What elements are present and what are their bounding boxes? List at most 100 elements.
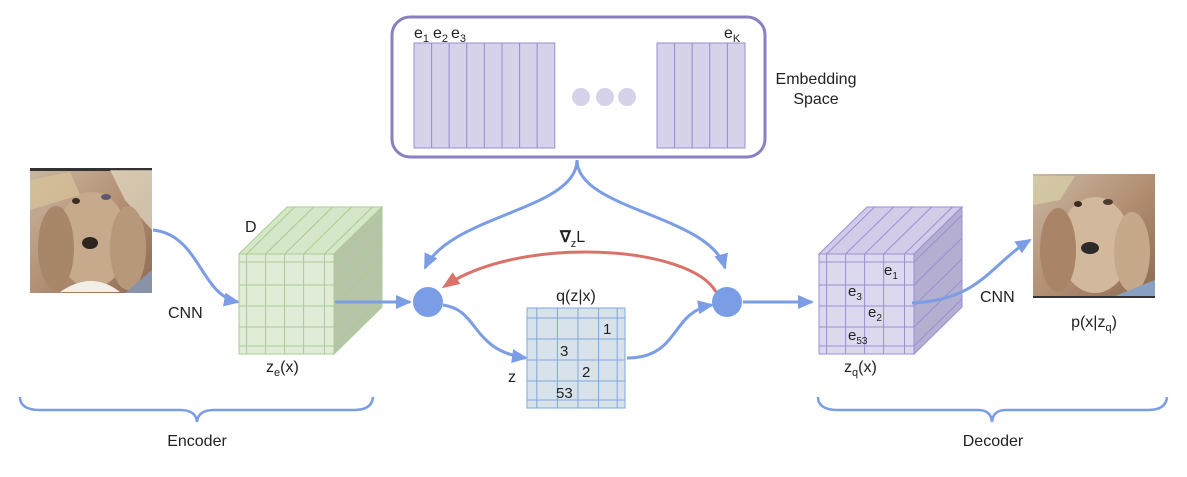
embedding-vector bbox=[536, 42, 556, 149]
photo-background-patch bbox=[110, 170, 152, 230]
z-label: z bbox=[508, 369, 516, 386]
embedding-vector bbox=[726, 42, 746, 149]
photo-border-bottom bbox=[1033, 296, 1155, 298]
grid-value: 3 bbox=[560, 343, 568, 360]
embedding-space-title: Embedding bbox=[776, 71, 857, 88]
dog-eye bbox=[72, 198, 80, 204]
photo-background-patch bbox=[30, 172, 80, 210]
dog-chest bbox=[60, 281, 120, 292]
embedding-vector bbox=[431, 42, 450, 149]
embedding-vector bbox=[413, 42, 433, 149]
decoder-cell-label: e1 bbox=[884, 262, 898, 282]
embedding-vector bbox=[448, 42, 468, 149]
embedding-space-subtitle: Space bbox=[793, 91, 838, 108]
grid-value: 53 bbox=[556, 385, 573, 402]
dog-eye bbox=[1074, 201, 1082, 207]
decoder-cell-label: e53 bbox=[848, 327, 868, 347]
decoder-section-label: Decoder bbox=[963, 433, 1024, 450]
encoder-cube-grid-line bbox=[324, 206, 373, 255]
decoder-cube-grid-line bbox=[913, 258, 963, 307]
embedding-vector bbox=[656, 42, 676, 149]
decoder-cnn-arrow bbox=[911, 238, 1032, 305]
posterior-grid bbox=[526, 307, 626, 409]
encoder-cube-grid-line bbox=[333, 258, 383, 307]
embedding-label-e3: e3 bbox=[451, 25, 466, 45]
encoder-cube bbox=[237, 205, 384, 356]
encoder-cube-grid-line bbox=[303, 206, 352, 255]
embedding-to-encoder-node-arrow bbox=[423, 159, 579, 270]
encoder-cnn-arrow bbox=[152, 228, 240, 307]
decoder-cube-grid-line bbox=[913, 279, 963, 328]
input-image bbox=[30, 168, 152, 293]
decoder-cube-front-face bbox=[818, 253, 915, 355]
dog-eye bbox=[101, 194, 111, 200]
embedding-label-ek: eK bbox=[724, 25, 741, 45]
decoder-cell-label: e3 bbox=[848, 283, 862, 303]
dog-eye bbox=[1103, 199, 1113, 205]
embedding-vectors-right bbox=[656, 42, 746, 149]
embedding-space: e1 e2 e3 eK Embedding Space bbox=[390, 15, 857, 159]
encoder-section-label: Encoder bbox=[167, 433, 227, 450]
embedding-vector bbox=[519, 42, 538, 149]
ellipsis-dot bbox=[572, 88, 590, 106]
embedding-label-e1: e1 bbox=[414, 25, 429, 45]
dog-ear-right bbox=[1114, 212, 1150, 292]
embedding-to-decoder-node-arrow bbox=[575, 159, 728, 270]
posterior-to-node-arrow bbox=[626, 300, 714, 360]
decoder-cube-grid-line bbox=[864, 206, 913, 255]
embedding-vectors-left bbox=[413, 42, 556, 149]
encoder-cube-grid-line bbox=[333, 298, 383, 347]
encoder-depth-label: D bbox=[245, 219, 257, 236]
gradient-arrow bbox=[441, 250, 718, 293]
decoder-cube-grid-line bbox=[913, 298, 963, 347]
posterior-label: q(z|x) bbox=[556, 288, 596, 305]
photo-background-patch bbox=[1033, 176, 1075, 205]
embedding-label-e2: e2 bbox=[433, 25, 448, 45]
output-image bbox=[1033, 174, 1155, 298]
decoder-input-node bbox=[712, 287, 742, 317]
dog-ear-left bbox=[1040, 208, 1076, 292]
dog-nose bbox=[1081, 242, 1099, 254]
grid-value: 2 bbox=[582, 364, 590, 381]
node-to-posterior-arrow bbox=[442, 303, 528, 363]
decoder-cube-grid-line bbox=[913, 214, 963, 263]
dog-nose bbox=[82, 237, 98, 249]
encoder-output-label: ze(x) bbox=[266, 359, 299, 379]
photo-border-top bbox=[30, 168, 152, 171]
ellipsis-dot bbox=[618, 88, 636, 106]
decoder-cube-grid-line bbox=[883, 206, 932, 255]
encoder-cnn-label: CNN bbox=[168, 305, 203, 322]
decoder-brace bbox=[816, 396, 1169, 423]
decoder-cube-grid-line bbox=[913, 237, 963, 286]
photo-background-patch bbox=[125, 270, 152, 293]
encoder-cube-front-face bbox=[238, 253, 335, 355]
gradient-label: ∇zL bbox=[559, 229, 585, 250]
embedding-vector bbox=[674, 42, 693, 149]
decoder-input-label: zq(x) bbox=[844, 359, 877, 379]
embedding-vector bbox=[466, 42, 485, 149]
grid-value: 1 bbox=[603, 321, 611, 338]
embedding-vector bbox=[501, 42, 521, 149]
decoder-cell-label: e2 bbox=[868, 304, 882, 324]
decoder-cnn-label: CNN bbox=[980, 289, 1015, 306]
photo-background-patch bbox=[1110, 280, 1155, 298]
decoder-cube bbox=[817, 205, 964, 356]
posterior-grid-background bbox=[526, 307, 626, 409]
decoder-cube-grid-line bbox=[845, 206, 894, 255]
encoder-brace bbox=[18, 396, 375, 423]
decoder-cube-grid-line bbox=[826, 206, 875, 255]
dog-ear-left bbox=[38, 206, 74, 290]
decoder-output-label: p(x|zq) bbox=[1071, 314, 1117, 334]
ellipsis-dot bbox=[596, 88, 614, 106]
encoder-cube-grid-line bbox=[333, 214, 383, 263]
encoder-cube-grid-line bbox=[333, 237, 383, 286]
encoder-cube-grid-line bbox=[284, 206, 333, 255]
encoder-output-node bbox=[413, 287, 443, 317]
encoder-cube-grid-line bbox=[265, 206, 314, 255]
embedding-vector bbox=[483, 42, 503, 149]
embedding-vector bbox=[709, 42, 728, 149]
dog-ear-right bbox=[110, 206, 146, 290]
decoder-cube-grid-line bbox=[904, 206, 953, 255]
encoder-cube-grid-line bbox=[246, 206, 295, 255]
